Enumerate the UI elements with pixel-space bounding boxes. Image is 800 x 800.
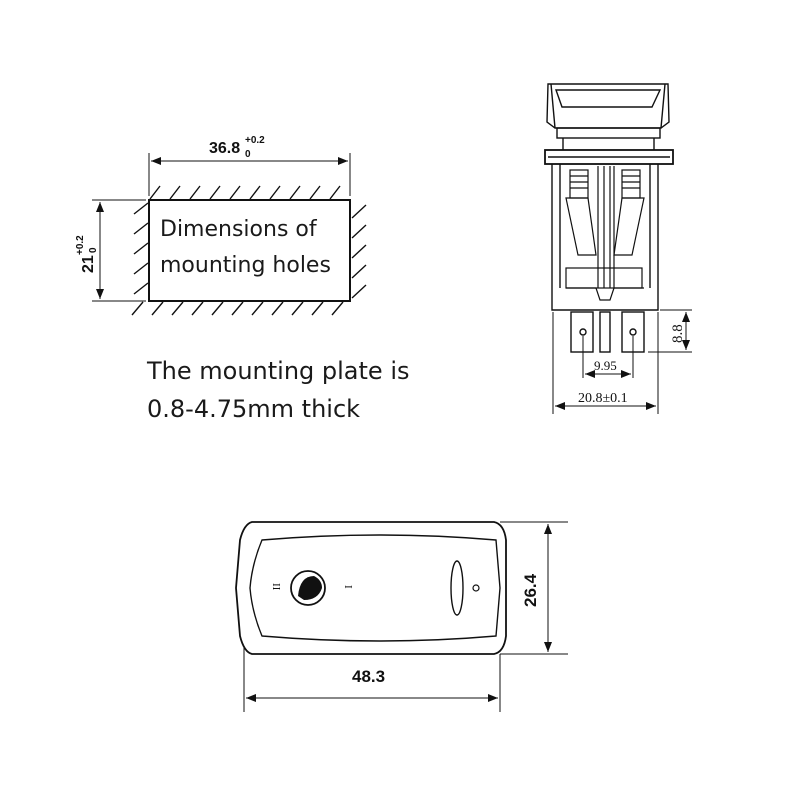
hatch-marks (131, 185, 367, 316)
cutout-rectangle (148, 199, 351, 302)
cutout-height-tol-upper: +0.2 (75, 235, 86, 255)
front-width-value: 48.3 (352, 667, 385, 686)
cutout-height-value: 21 (80, 255, 97, 273)
position-marking-on: I (342, 585, 354, 589)
mounting-plate-note: The mounting plate is 0.8-4.75mm thick (147, 352, 467, 428)
position-marking-off: II (270, 583, 282, 591)
rocker-cap (546, 83, 670, 129)
side-view (544, 83, 692, 414)
mounting-hole-note-line1: Dimensions of (160, 217, 317, 242)
rocker-outline (235, 521, 507, 655)
indicator-lamp-icon (450, 560, 480, 616)
front-height-value: 26.4 (521, 573, 540, 607)
cutout-width-dimension (148, 153, 351, 196)
terminal-pitch-value: 9.95 (594, 358, 617, 373)
rocker-inner-panel (249, 534, 501, 642)
terminal-height-value: 8.8 (670, 324, 686, 343)
cutout-width-tol-upper: +0.2 (245, 135, 265, 146)
switch-housing (551, 164, 659, 311)
cutout-view (92, 153, 367, 316)
mounting-hole-note-line2: mounting holes (160, 253, 331, 278)
cutout-height-tol-lower: 0 (88, 247, 99, 253)
bezel-flange (544, 149, 674, 165)
mounting-plate-note-line2: 0.8-4.75mm thick (147, 395, 361, 423)
cutout-height-dimension (92, 199, 146, 302)
body-width-value: 20.8±0.1 (578, 391, 628, 406)
cutout-width-value: 36.8 (209, 140, 240, 157)
mounting-hole-note: Dimensions of mounting holes (160, 212, 345, 284)
headlight-icon (290, 570, 326, 606)
cutout-width-tol-lower: 0 (245, 149, 251, 160)
terminal-left (570, 311, 594, 353)
front-view (235, 521, 568, 712)
mounting-plate-note-line1: The mounting plate is (147, 357, 410, 385)
